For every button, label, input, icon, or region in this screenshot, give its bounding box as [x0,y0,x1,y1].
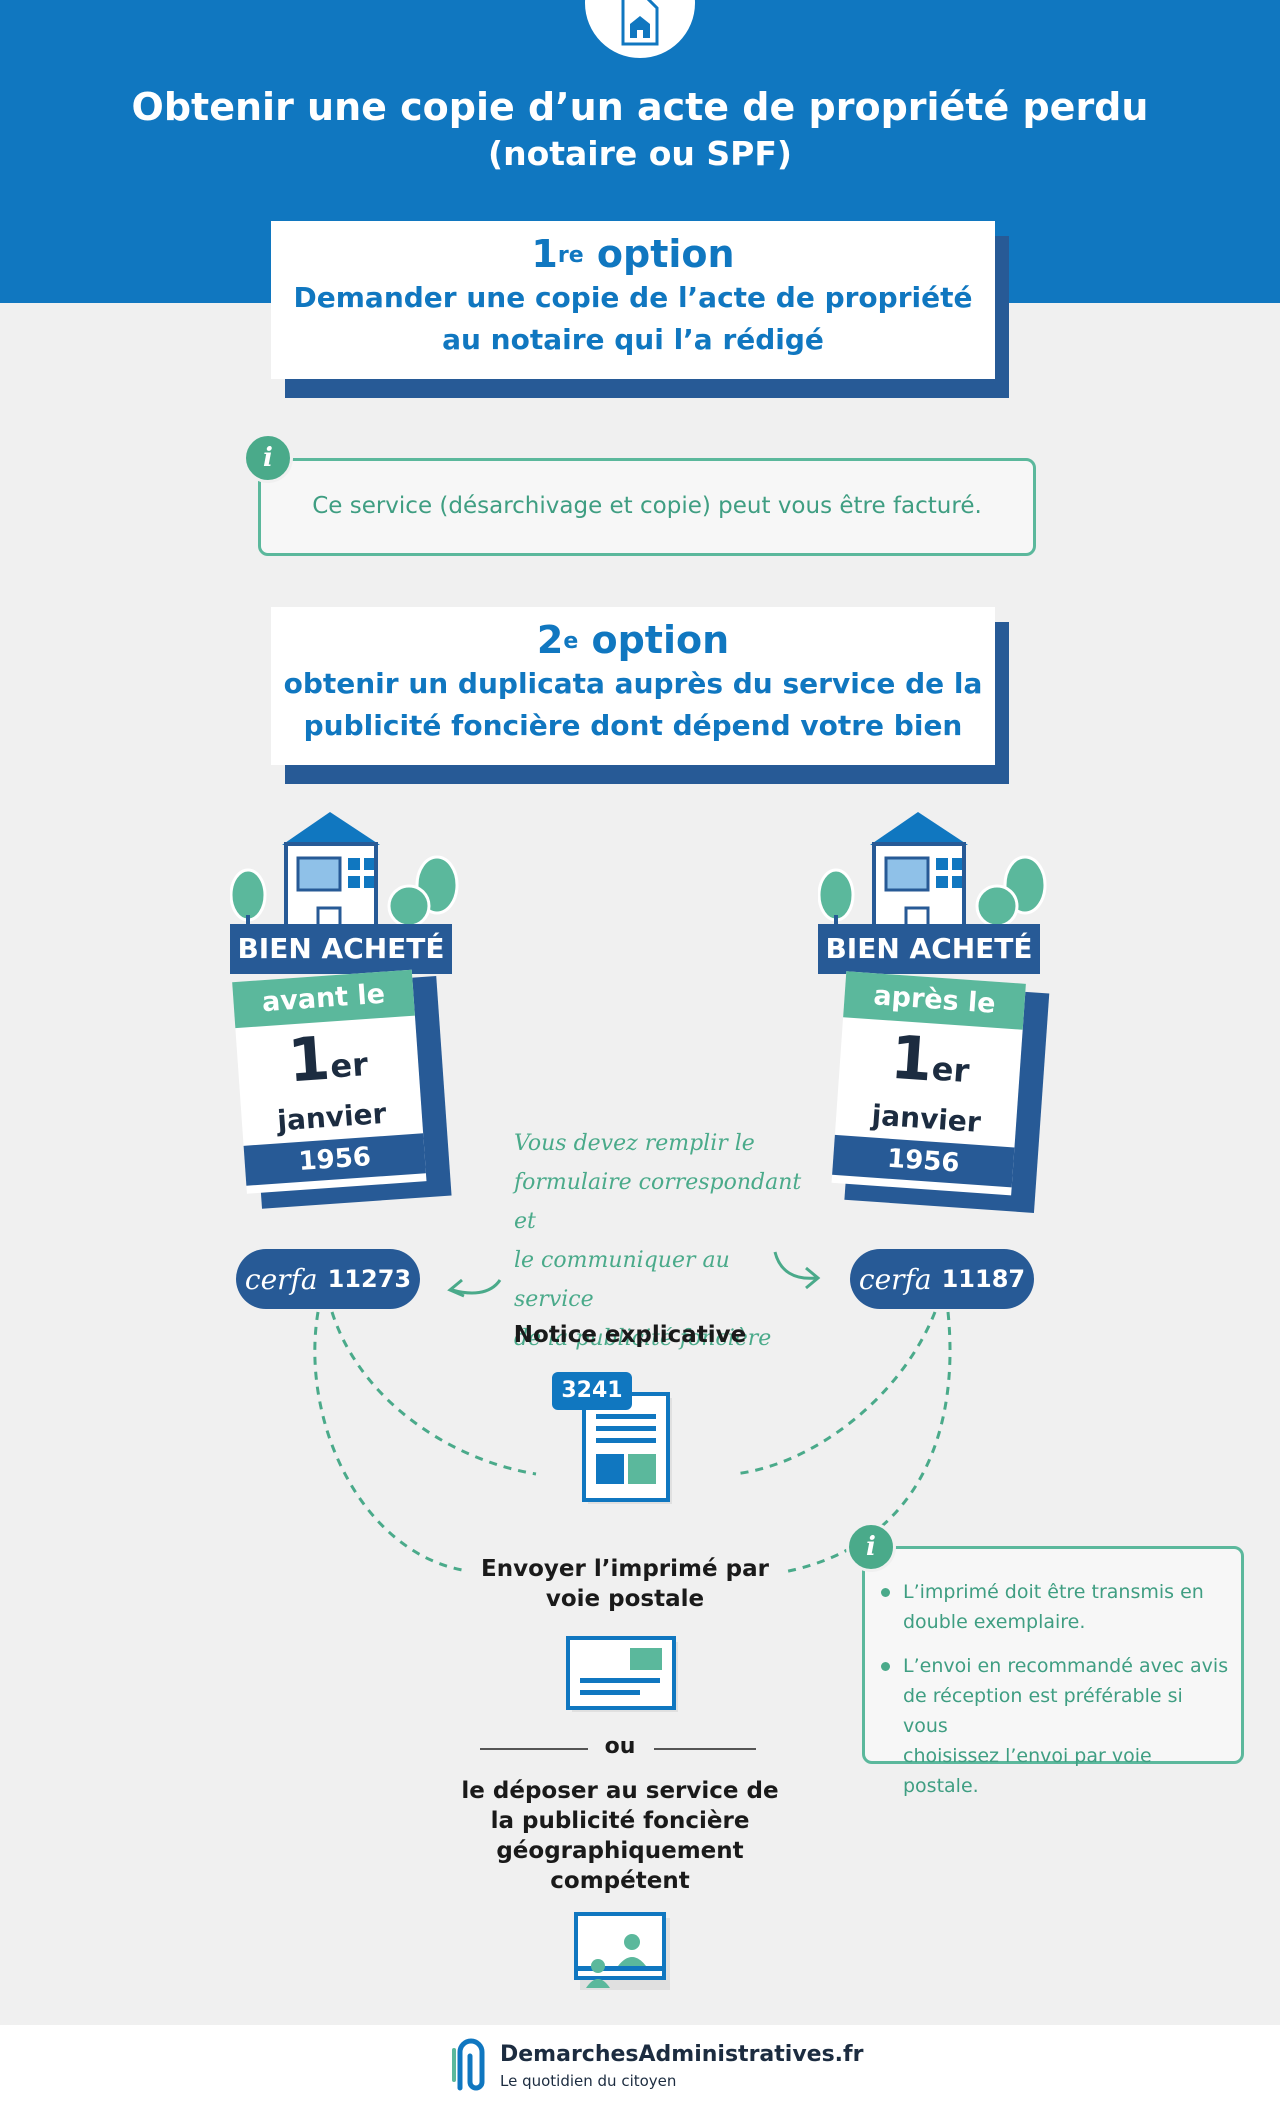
option1-box: 1re option Demander une copie de l’acte … [271,221,995,379]
info-box-billing: Ce service (désarchivage et copie) peut … [258,458,1036,556]
option1-line1: Demander une copie de l’acte de propriét… [293,281,973,314]
dashed-right-to-notice [733,1311,937,1476]
cerfa-pill-left: cerfa 11273 [236,1249,420,1309]
page-subtitle: (notaire ou SPF) [488,134,792,173]
info-billing-text: Ce service (désarchivage et copie) peut … [312,493,982,519]
option2-line1: obtenir un duplicata auprès du service d… [283,667,983,700]
cerfa-number-right: 11187 [941,1265,1026,1293]
envelope-icon [566,1636,680,1714]
option2-heading: 2e option [536,618,730,662]
send-title: Envoyer l’imprimé par voie postale [460,1554,790,1614]
info-icon: i [243,433,293,483]
info-list-item: L’imprimé doit être transmis en double e… [879,1577,1229,1637]
counter-service-icon [574,1912,670,1992]
dashed-left-to-send [313,1311,463,1572]
cerfa-word-left: cerfa [244,1262,318,1296]
send-line1: Envoyer l’imprimé par [481,1556,769,1582]
document-icon [582,1392,676,1508]
deposit-line: compétent [550,1868,690,1894]
cerfa-pill-right: cerfa 11187 [850,1249,1034,1309]
separator-or: ou [604,1734,636,1759]
footer [0,2025,1280,2109]
paperclip-logo-icon [450,2036,492,2096]
info-box-sending: L’imprimé doit être transmis en double e… [862,1546,1244,1797]
handwritten-note: Vous devez remplir le formulaire corresp… [514,1124,814,1358]
info-item-line: L’envoi en recommandé avec avis [903,1655,1229,1677]
separator-rule-left [480,1748,588,1750]
cerfa-word-right: cerfa [858,1262,932,1296]
info-icon: i [846,1522,896,1572]
note-line: de la publicité foncière [514,1326,772,1351]
notice-title: Notice explicative [513,1322,747,1348]
deposit-line: la publicité foncière [490,1808,750,1834]
note-line: le communiquer au service [514,1248,730,1312]
deposit-line: géographiquement [496,1838,744,1864]
deposit-line: le déposer au service de [461,1778,779,1804]
separator-rule-right [654,1748,756,1750]
info-list-item: L’envoi en recommandé avec avis de récep… [879,1651,1229,1801]
info-item-line: double exemplaire. [903,1611,1086,1633]
page-title: Obtenir une copie d’un acte de propriété… [131,85,1149,129]
dashed-right-to-send [783,1311,952,1574]
note-line: Vous devez remplir le [514,1131,755,1156]
arrow-to-left-cerfa [451,1279,502,1295]
footer-tagline: Le quotidien du citoyen [500,2072,677,2090]
note-line: formulaire correspondant et [514,1170,802,1234]
info-list: L’imprimé doit être transmis en double e… [879,1577,1229,1801]
left-bought-label: BIEN ACHETÉ [230,924,452,974]
option2-line2: publicité foncière dont dépend votre bie… [303,709,963,742]
option2-box: 2e option obtenir un duplicata auprès du… [271,607,995,765]
cerfa-number-left: 11273 [327,1265,412,1293]
notice-number-badge: 3241 [552,1372,632,1410]
option1-heading: 1re option [531,232,735,276]
deposit-title: le déposer au service de la publicité fo… [440,1776,800,1896]
info-item-line: choisissez l’envoi par voie postale. [903,1745,1152,1797]
arrow-to-left-cerfa-head [447,1278,465,1298]
option1-line2: au notaire qui l’a rédigé [442,323,824,356]
arrow-to-right-cerfa [773,1251,817,1280]
arrow-to-right-cerfa-head [805,1266,821,1290]
info-item-line: de réception est préférable si vous [903,1685,1183,1737]
dashed-left-to-notice [330,1311,537,1476]
footer-brand[interactable]: DemarchesAdministratives.fr [500,2042,864,2067]
info-item-line: L’imprimé doit être transmis en [903,1581,1204,1603]
send-line2: voie postale [545,1586,705,1612]
right-bought-label: BIEN ACHETÉ [818,924,1040,974]
